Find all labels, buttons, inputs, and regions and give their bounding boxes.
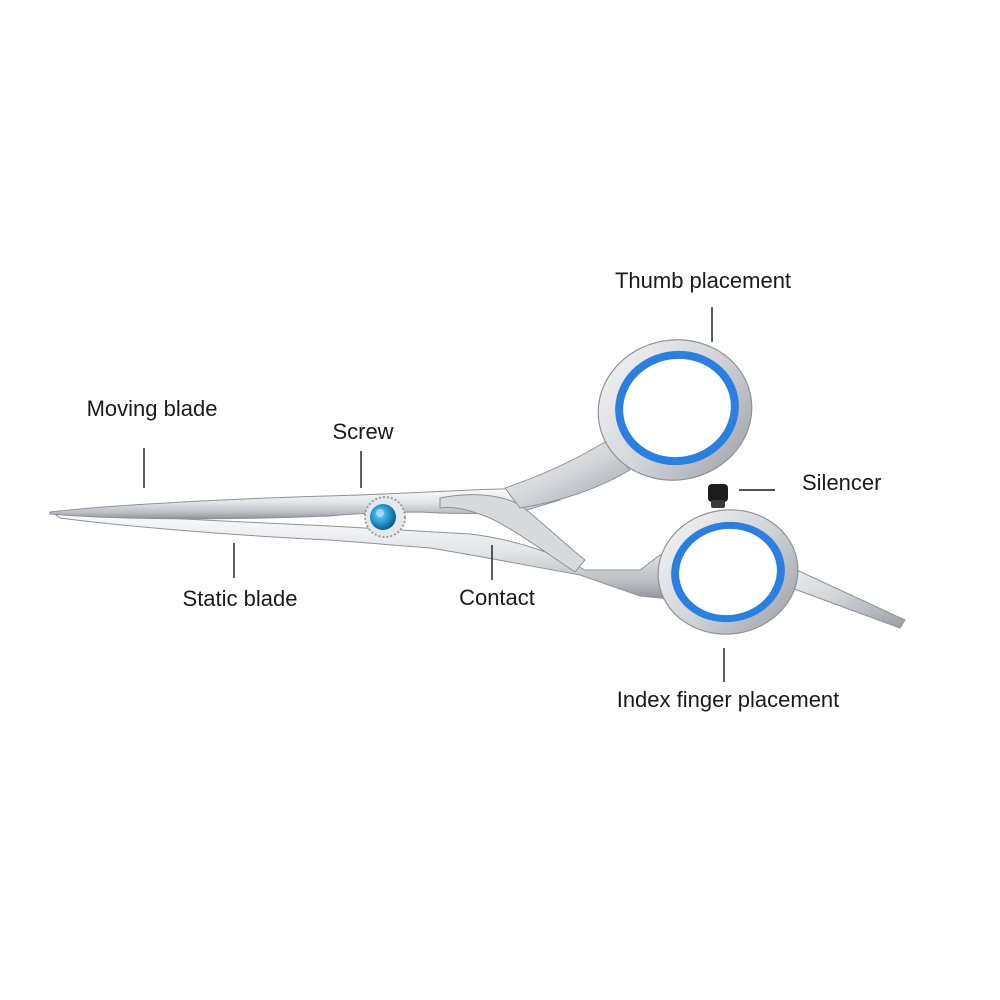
leader-lines bbox=[143, 307, 775, 682]
label-index-finger-placement: Index finger placement bbox=[617, 687, 840, 712]
label-screw: Screw bbox=[332, 419, 393, 444]
label-thumb-placement: Thumb placement bbox=[615, 268, 791, 293]
label-silencer: Silencer bbox=[802, 470, 881, 495]
label-static-blade: Static blade bbox=[183, 586, 298, 611]
pivot-screw bbox=[364, 496, 406, 538]
label-contact: Contact bbox=[459, 585, 535, 610]
index-ring-hole bbox=[679, 528, 777, 616]
contact-region-shape bbox=[439, 494, 586, 573]
scissors-illustration bbox=[49, 339, 906, 635]
thumb-shank-shape bbox=[504, 441, 631, 509]
labels: Thumb placement Moving blade Screw Silen… bbox=[87, 268, 882, 712]
thumb-ring bbox=[597, 339, 753, 481]
silencer-bumper bbox=[708, 484, 728, 508]
thumb-ring-hole bbox=[623, 358, 731, 458]
label-moving-blade: Moving blade bbox=[87, 396, 218, 421]
index-finger-ring bbox=[657, 509, 906, 635]
